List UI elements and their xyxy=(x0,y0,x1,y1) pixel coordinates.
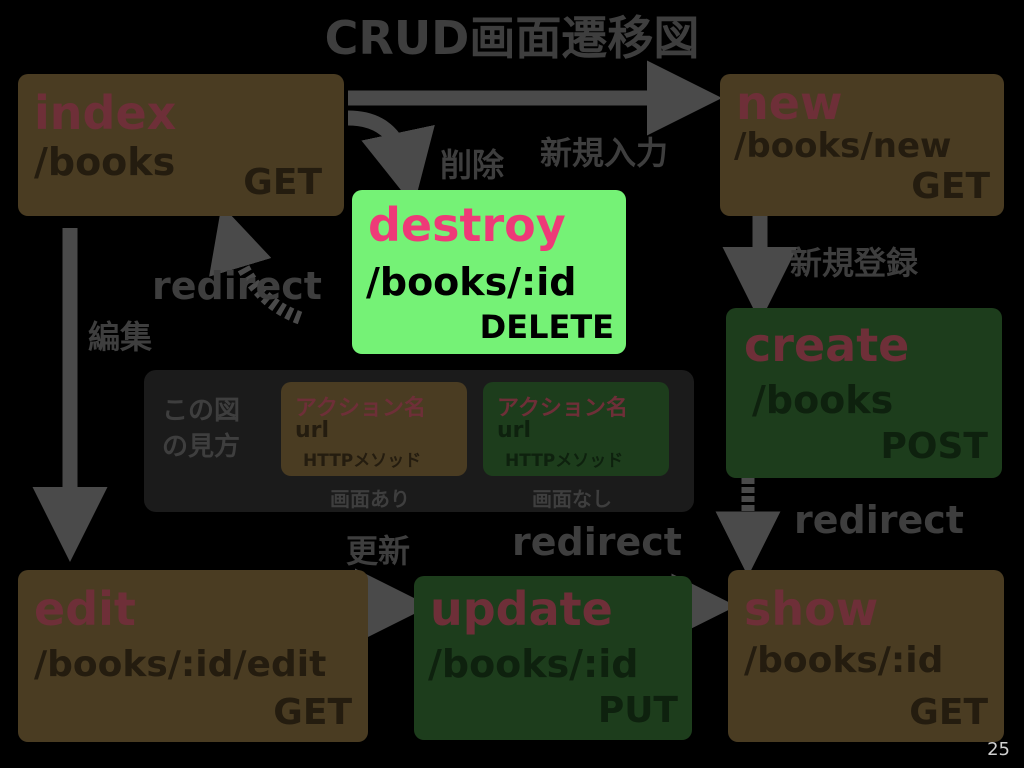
node-update-method: PUT xyxy=(597,690,678,731)
page-number: 25 xyxy=(987,739,1010,760)
arrow-destroy-to-index xyxy=(209,205,303,325)
legend-box-without-screen: アクション名 url HTTPメソッド xyxy=(483,382,669,476)
legend-title-line1: この図 xyxy=(162,396,241,426)
node-show-name: show xyxy=(744,582,879,636)
node-index-name: index xyxy=(34,86,177,140)
legend-box-url: url xyxy=(295,418,330,443)
node-new-path: /books/new xyxy=(734,126,952,166)
node-show-method: GET xyxy=(909,692,988,733)
legend-box-action: アクション名 xyxy=(497,396,628,421)
node-create-path: /books xyxy=(752,378,894,422)
node-index: index /books GET xyxy=(18,74,344,216)
legend-without-screen: 画面なし xyxy=(532,487,612,511)
node-create-method: POST xyxy=(880,426,988,467)
node-update: update /books/:id PUT xyxy=(414,576,692,740)
node-edit-name: edit xyxy=(34,582,136,636)
label-redirect-update: redirect xyxy=(512,520,682,564)
node-new-method: GET xyxy=(911,166,990,207)
arrow-index-to-destroy xyxy=(347,110,435,207)
legend: この図 の見方 アクション名 url HTTPメソッド アクション名 url H… xyxy=(144,370,694,512)
node-update-path: /books/:id xyxy=(428,642,639,686)
node-destroy: destroy /books/:id DELETE xyxy=(352,190,626,354)
node-index-method: GET xyxy=(243,162,322,203)
legend-box-action: アクション名 xyxy=(295,396,426,421)
node-update-name: update xyxy=(430,582,613,636)
node-edit-method: GET xyxy=(273,692,352,733)
node-edit-path: /books/:id/edit xyxy=(34,644,327,685)
node-create: create /books POST xyxy=(726,308,1002,478)
label-update: 更新 xyxy=(346,532,411,570)
label-new-input: 新規入力 xyxy=(540,134,669,172)
label-redirect-index: redirect xyxy=(152,264,322,308)
node-destroy-path: /books/:id xyxy=(366,260,577,304)
node-show: show /books/:id GET xyxy=(728,570,1004,742)
node-new: new /books/new GET xyxy=(720,74,1004,216)
node-create-name: create xyxy=(744,318,910,372)
node-destroy-method: DELETE xyxy=(479,308,614,346)
node-index-path: /books xyxy=(34,140,176,184)
legend-box-url: url xyxy=(497,418,532,443)
label-delete: 削除 xyxy=(440,146,505,184)
page-title: CRUD画面遷移図 xyxy=(324,11,700,65)
legend-title-line2: の見方 xyxy=(162,432,241,462)
label-new-register: 新規登録 xyxy=(790,244,919,282)
label-redirect-show: redirect xyxy=(794,498,964,542)
node-new-name: new xyxy=(736,76,843,130)
node-show-path: /books/:id xyxy=(744,640,944,681)
legend-box-method: HTTPメソッド xyxy=(505,451,624,471)
node-destroy-name: destroy xyxy=(368,198,566,252)
node-edit: edit /books/:id/edit GET xyxy=(18,570,368,742)
legend-box-with-screen: アクション名 url HTTPメソッド xyxy=(281,382,467,476)
legend-box-method: HTTPメソッド xyxy=(303,451,422,471)
legend-with-screen: 画面あり xyxy=(330,487,410,511)
label-edit: 編集 xyxy=(88,318,153,356)
